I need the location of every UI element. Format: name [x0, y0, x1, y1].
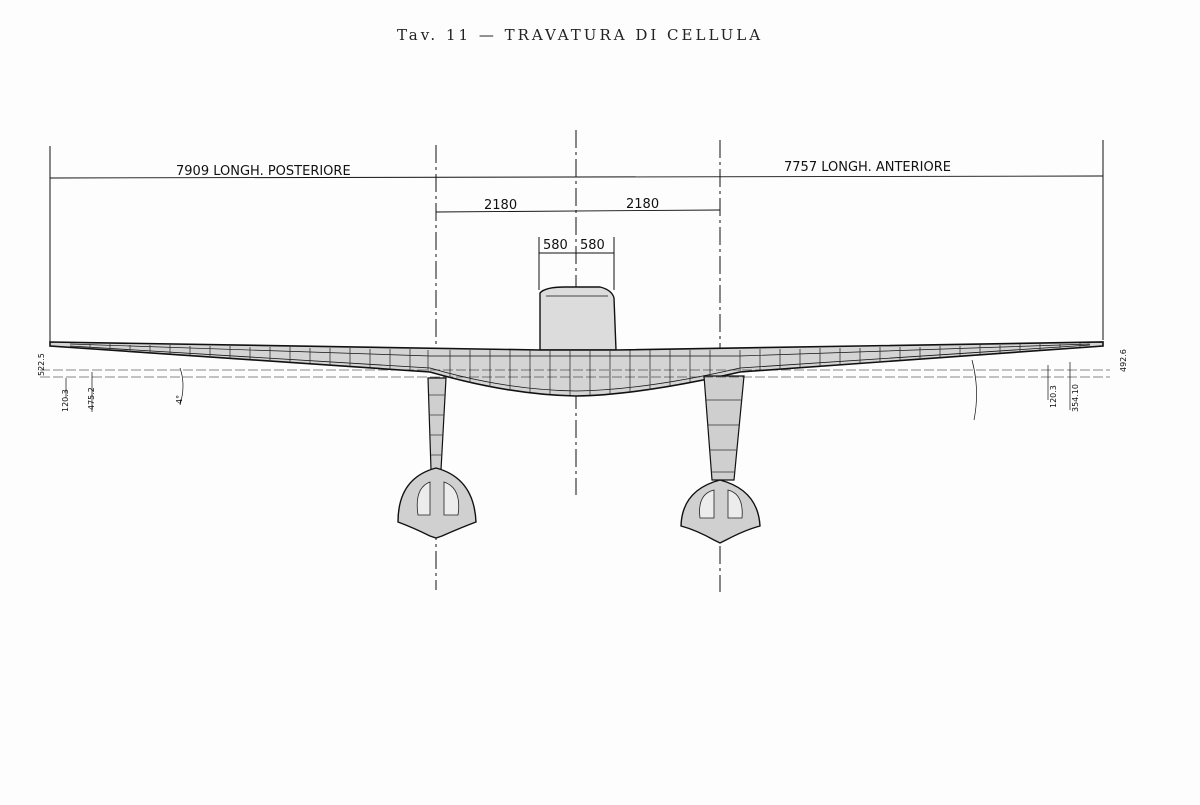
left-angle-dimension: 4° — [175, 395, 184, 404]
right-strut-bracing — [705, 399, 742, 473]
half-span-dimension-line — [435, 209, 721, 213]
hull-left-dimension: 580 — [543, 238, 568, 253]
overall-dimension-line — [49, 175, 1104, 179]
left-float-strut — [427, 377, 447, 471]
front-spar-dimension: 7757 LONGH. ANTERIORE — [784, 160, 951, 175]
left-float-left-compartment — [416, 481, 431, 516]
left-strut-bracing — [429, 394, 445, 456]
right-float-left-compartment — [699, 489, 715, 519]
right-float-strut — [703, 375, 745, 481]
left-float-right-compartment — [443, 481, 460, 516]
right-a-dimension: 120.3 — [1049, 385, 1058, 408]
right-angle-arc — [971, 359, 977, 421]
wing-lower-chord — [69, 344, 1091, 392]
right-float-section — [680, 479, 761, 544]
left-a-dimension: 120.3 — [61, 389, 70, 412]
right-half-dimension: 2180 — [626, 197, 659, 212]
left-float-section — [397, 467, 477, 539]
left-b-dimension: 475.2 — [87, 387, 96, 410]
hull-right-dimension: 580 — [580, 238, 605, 253]
left-angle-arc — [179, 367, 184, 406]
right-height-dimension: 492.6 — [1119, 349, 1128, 372]
right-b-dimension: 354.10 — [1071, 384, 1080, 412]
right-float-right-compartment — [727, 489, 743, 519]
plate-title: Tav. 11 — TRAVATURA DI CELLULA — [396, 26, 764, 44]
wing-beam-outline — [49, 341, 1104, 397]
wing-ribs — [89, 343, 1081, 395]
left-height-dimension: 522.5 — [37, 353, 46, 376]
central-hull-cabin — [539, 286, 617, 351]
left-half-dimension: 2180 — [484, 198, 517, 213]
rear-spar-dimension: 7909 LONGH. POSTERIORE — [176, 164, 351, 179]
